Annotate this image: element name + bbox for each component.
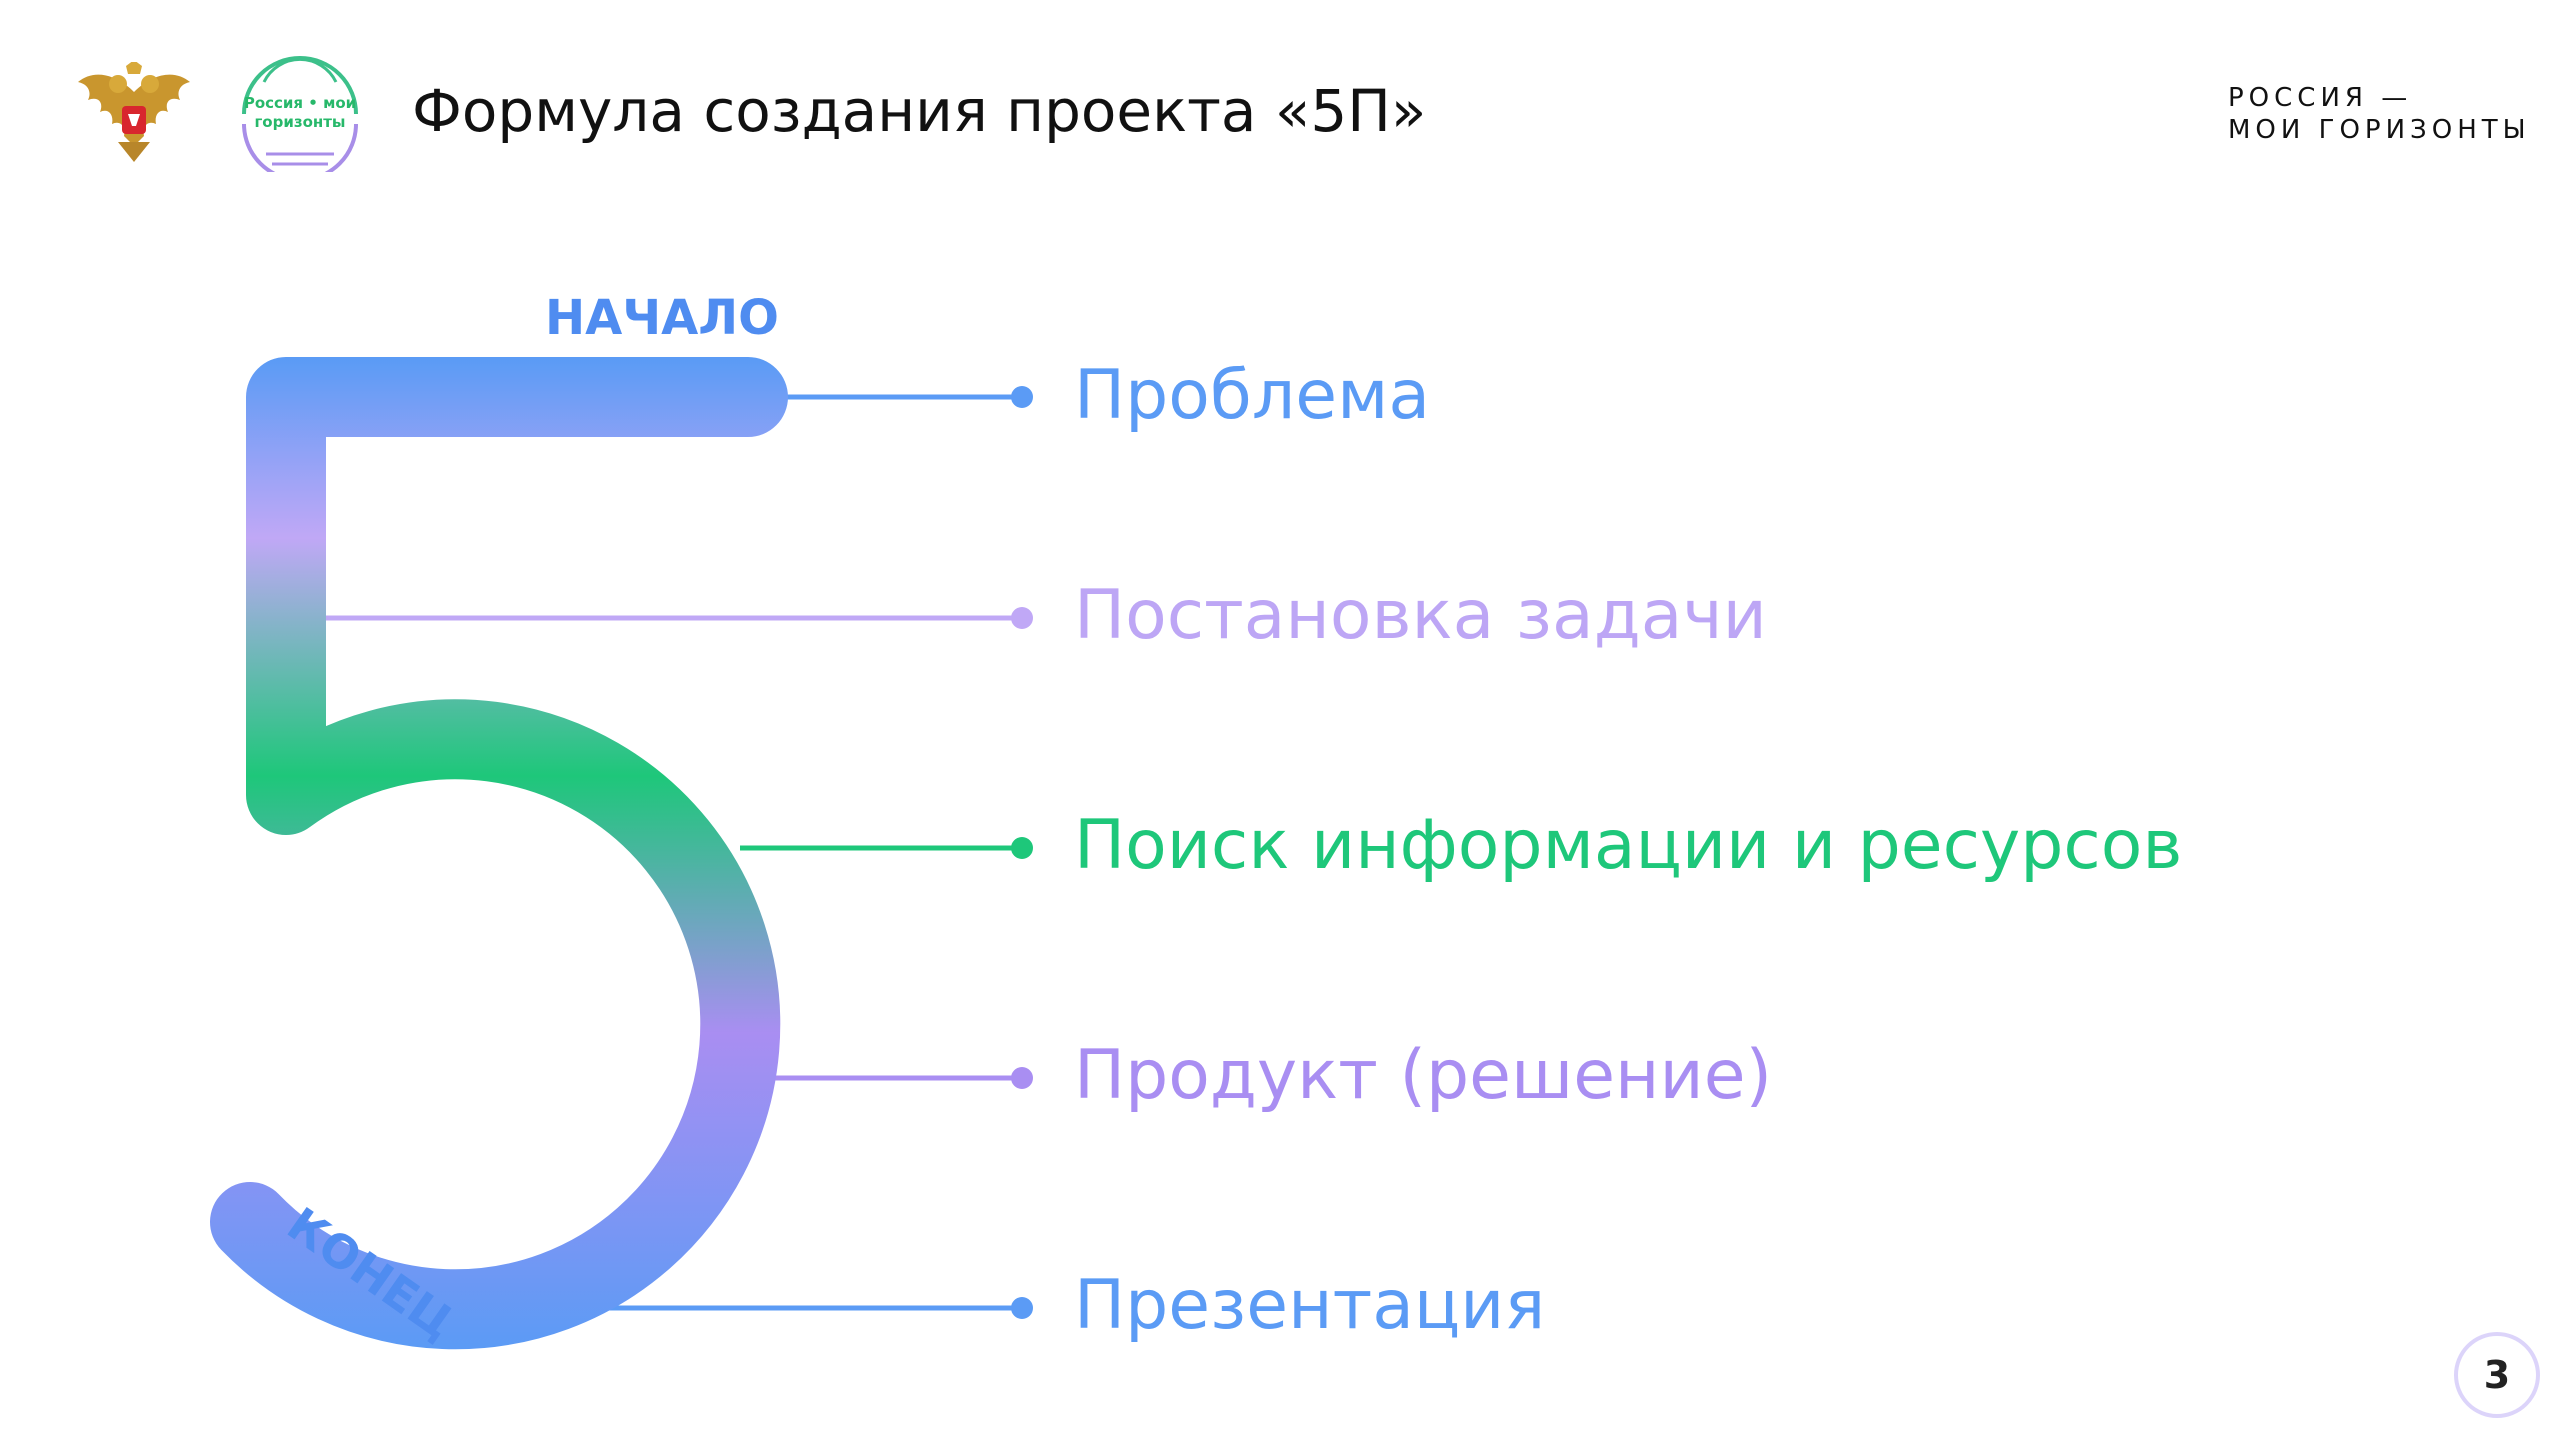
connector-dot-3 [1011, 837, 1033, 859]
page-title: Формула создания проекта «5П» [412, 77, 1427, 145]
logo-arc-icon [242, 56, 358, 172]
brand-name: РОССИЯ — МОИ ГОРИЗОНТЫ [2228, 82, 2531, 146]
step-search: Поиск информации и ресурсов [1074, 806, 2183, 885]
connector-dot-5 [1011, 1297, 1033, 1319]
connector-dot-1 [1011, 386, 1033, 408]
step-product: Продукт (решение) [1074, 1036, 1773, 1115]
step-problem: Проблема [1074, 356, 1431, 435]
connector-dot-2 [1011, 607, 1033, 629]
start-label: НАЧАЛО [545, 290, 779, 346]
five-shape [210, 357, 788, 1350]
brand-line-2: МОИ ГОРИЗОНТЫ [2228, 115, 2531, 145]
coat-of-arms-icon [78, 62, 190, 162]
page-number: 3 [2454, 1332, 2540, 1418]
step-presentation: Презентация [1074, 1266, 1546, 1345]
step-task: Постановка задачи [1074, 576, 1767, 655]
connector-lines [320, 386, 1033, 1319]
logo-text: Россия • мои горизонты [243, 94, 357, 131]
connector-dot-4 [1011, 1067, 1033, 1089]
brand-line-1: РОССИЯ — [2228, 83, 2413, 113]
program-logo: Россия • мои горизонты [234, 48, 366, 172]
